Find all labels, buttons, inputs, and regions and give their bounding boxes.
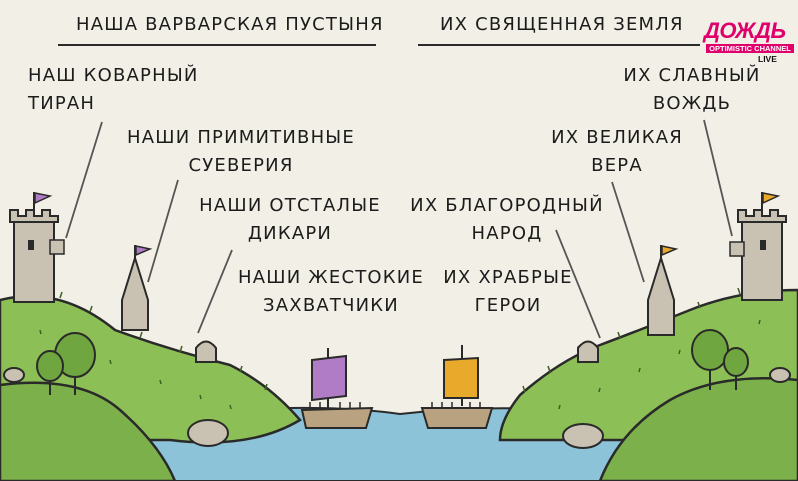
right-spire-flag (661, 245, 679, 257)
right-header: ИХ СВЯЩЕННАЯ ЗЕМЛЯ (440, 14, 684, 35)
left-spire-flag (135, 245, 153, 257)
left-spire (121, 245, 153, 331)
right-boat-sail (443, 356, 479, 399)
logo-wordmark: ДОЖДЬ (704, 18, 786, 43)
right-trees (691, 329, 749, 390)
left-boat-sail (311, 354, 347, 402)
caption-people: ИХ БЛАГОРОДНЫЙ НАРОД (410, 195, 604, 244)
caption-tyrant: НАШ КОВАРНЫЙ ТИРАН (28, 65, 199, 114)
right-hut (577, 340, 599, 363)
caption-savages: НАШИ ОТСТАЛЫЕ ДИКАРИ (199, 195, 381, 244)
left-small-rock (3, 367, 25, 383)
caption-faith: ИХ ВЕЛИКАЯ ВЕРА (551, 127, 683, 176)
right-spire (647, 245, 679, 336)
logo-subtitle: OPTIMISTIC CHANNEL (706, 44, 794, 53)
caption-heroes: ИХ ХРАБРЫЕ ГЕРОИ (443, 267, 573, 316)
left-hut (195, 340, 217, 363)
right-front-hill (598, 377, 798, 481)
right-header-underline (418, 44, 700, 46)
pointer-lines (65, 119, 733, 339)
left-header-underline (58, 44, 376, 46)
left-tower (9, 192, 65, 303)
caption-superstitions: НАШИ ПРИМИТИВНЫЕ СУЕВЕРИЯ (127, 127, 355, 176)
left-trees (36, 332, 96, 395)
channel-logo: ДОЖДЬ OPTIMISTIC CHANNEL LIVE (700, 18, 794, 64)
right-tower (729, 192, 787, 301)
left-tower-flag (34, 192, 53, 205)
left-boat (300, 348, 374, 429)
right-small-rock (769, 367, 791, 383)
left-front-hill (0, 381, 177, 481)
logo-live-badge: LIVE (758, 54, 777, 64)
caption-leader: ИХ СЛАВНЫЙ ВОЖДЬ (623, 65, 761, 114)
left-rock (187, 419, 229, 447)
right-rock (562, 423, 604, 449)
left-header: НАША ВАРВАРСКАЯ ПУСТЫНЯ (76, 14, 384, 35)
right-boat (420, 345, 494, 429)
caption-invaders: НАШИ ЖЕСТОКИЕ ЗАХВАТЧИКИ (238, 267, 424, 316)
right-tower-flag (762, 192, 781, 205)
